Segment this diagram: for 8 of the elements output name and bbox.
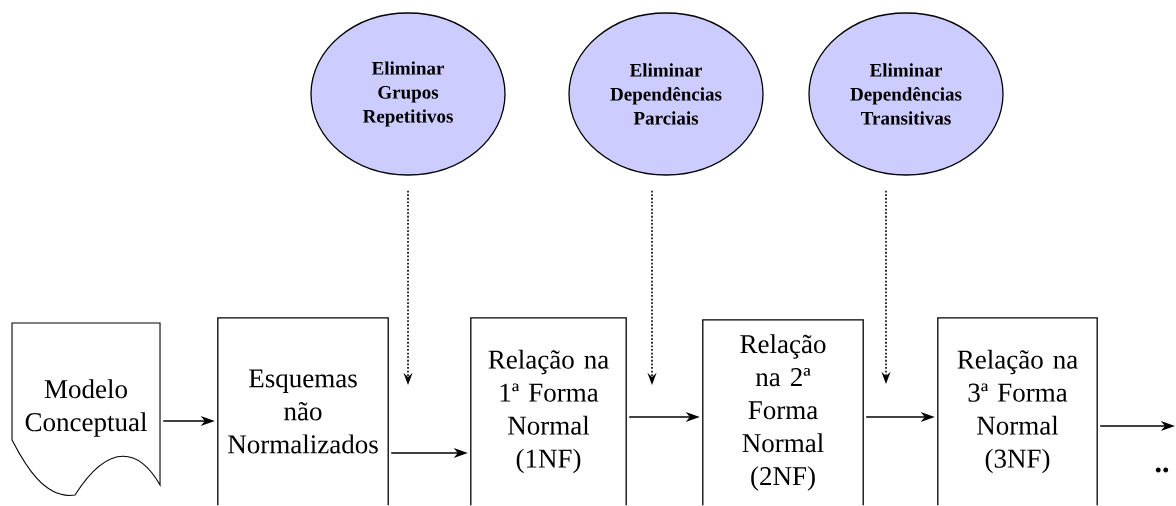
process-box: Esquemas não Normalizados bbox=[217, 317, 389, 506]
process-box: Relação na 3ª Forma Normal (3NF) bbox=[937, 317, 1098, 506]
ellipse-node: Eliminar Grupos Repetitivos bbox=[310, 12, 506, 176]
continuation-dots: .. bbox=[1155, 467, 1169, 473]
ellipse-node: Eliminar Dependências Parciais bbox=[568, 12, 764, 176]
process-box: Relação na 1ª Forma Normal (1NF) bbox=[470, 317, 627, 506]
process-box: Relação na 2ª Forma Normal (2NF) bbox=[702, 319, 864, 506]
ellipse-node: Eliminar Dependências Transitivas bbox=[808, 12, 1004, 176]
